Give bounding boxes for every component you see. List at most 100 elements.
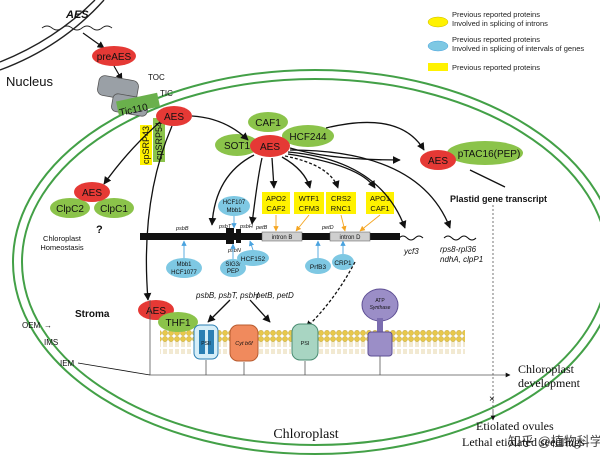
pep-label: PEP [227, 269, 239, 275]
iem-label: IEM [60, 359, 75, 368]
petd-gene-label: petD [321, 225, 334, 231]
wtf1-label: WTF1 [299, 194, 319, 203]
chloroplast-label: Chloroplast [273, 427, 338, 442]
thf1-node [158, 312, 198, 332]
apo1-caf1-box [366, 192, 394, 214]
crp1-label: CRP1 [334, 260, 352, 267]
ptac16-node [447, 141, 523, 165]
development-label-1: Chloroplast [518, 362, 575, 376]
nucleus-membrane-outer [0, 0, 96, 63]
hcf107-label: HCF107 [223, 200, 246, 206]
legend-yellow-rect [428, 63, 448, 71]
rps8-transcript-wave [443, 235, 477, 241]
prfb3-node [305, 258, 331, 274]
aes-label-thf1: AES [146, 306, 166, 317]
intron-d-box [329, 231, 371, 242]
intron-b-label: intron B [272, 235, 293, 241]
stroma-label: Stroma [75, 309, 110, 320]
question-mark: ? [96, 224, 103, 236]
splicing-arrows [181, 214, 381, 259]
legend-3-line1: Previous reported proteins [452, 63, 540, 72]
apo1-label: APO1 [370, 194, 390, 203]
atp-synthase-complex [361, 288, 399, 357]
aes-node-center [250, 135, 290, 157]
atp-label-2: Synthase [370, 305, 391, 311]
ndha-label: ndhA, clpP1 [440, 255, 483, 264]
hcf152-label: HCF152 [241, 256, 266, 263]
mbb1-label: Mbb1 [176, 262, 192, 268]
sig3-pep-node [220, 259, 246, 277]
legend-2-line1: Previous reported proteins [452, 35, 540, 44]
psbh-gene-label: psbH [239, 224, 253, 230]
homeostasis-label-1: Chloroplast [43, 234, 82, 243]
nucleus-label: Nucleus [6, 74, 53, 89]
cytb6f-label: Cyt b6f [235, 341, 253, 347]
caf1-node [248, 112, 288, 132]
etiolated-ovules-label: Etiolated ovules [476, 419, 554, 433]
psi-complex [291, 323, 319, 361]
psbn-block [236, 229, 241, 243]
homeostasis-label-2: Homeostasis [40, 243, 84, 252]
preaes-node [92, 46, 136, 66]
products-pet-label: petB, petD [255, 291, 294, 300]
aes-label-center: AES [260, 142, 280, 153]
psbb-gene-label: psbB [175, 226, 189, 232]
aes-gene-wave [41, 25, 113, 31]
wtf1-cfm3-box [294, 192, 324, 214]
clpc2-label: ClpC2 [56, 204, 84, 215]
ycf3-label: ycf3 [403, 247, 419, 256]
atp-label-1: ATP [375, 298, 385, 304]
apo2-label: APO2 [266, 194, 286, 203]
aes-node-tic [156, 106, 192, 126]
clpc1-label: ClpC1 [100, 204, 128, 215]
intron-d-label: intron D [339, 235, 361, 241]
intron-b-box [261, 231, 303, 242]
cfm3-label: CFM3 [299, 204, 319, 213]
petb-gene-label: petB [255, 225, 268, 231]
psbt-gene-label: psbT [218, 224, 232, 230]
ptac16-label: pTAC16(PEP) [458, 149, 521, 160]
aes-node-ptac16 [420, 150, 456, 170]
hcf244-label: HCF244 [289, 132, 327, 143]
toc-label: TOC [148, 73, 165, 82]
mbb1-hcf1077-node [166, 258, 202, 278]
hcf107-mbb1-node [218, 196, 250, 216]
mb61-label: Mbb1 [226, 208, 242, 214]
chloroplast-outer-membrane [12, 69, 600, 455]
tic110-box [116, 92, 160, 116]
crs2-rnc1-box [326, 192, 356, 214]
sig3-label: SIG3/ [225, 262, 241, 268]
ycf3-transcript-wave [398, 235, 424, 241]
x-mark: × [489, 394, 495, 405]
arrow-preaes-to-toc [113, 65, 123, 81]
legend-2-line2: Involved in splicing of intervals of gen… [452, 44, 584, 53]
iem-pointer [77, 362, 151, 376]
legend-yellow-ellipse [427, 16, 449, 28]
caf1b-label: CAF1 [370, 204, 389, 213]
arrow-gene-to-preaes [82, 32, 105, 49]
hcf244-node [282, 125, 334, 147]
crp1-node [332, 254, 354, 270]
psii-complex [193, 324, 219, 360]
thf1-label: THF1 [166, 318, 191, 329]
legend-1-line2: Involved in splicing of introns [452, 19, 548, 28]
oem-label: OEM [22, 321, 41, 330]
psi-label: PSI [301, 341, 310, 347]
tic-label: TIC [160, 89, 173, 98]
rnc1-label: RNC1 [331, 204, 351, 213]
clpc2-node [50, 198, 90, 218]
cpsrp43-box [140, 125, 152, 165]
clpc1-node [94, 198, 134, 218]
cpsrp54-label: cpSRP54 [154, 122, 164, 160]
legend: Previous reported proteins Involved in s… [427, 10, 584, 72]
products-psb-label: psbB, psbT, psbH [195, 291, 259, 300]
cytb6f-complex [229, 324, 259, 362]
chloroplast-inner-membrane [21, 78, 600, 446]
psii-label: PSII [201, 341, 210, 347]
aes-label-ptac16: AES [428, 156, 448, 167]
caf2-label: CAF2 [266, 204, 285, 213]
ims-label: IMS [44, 338, 58, 347]
aes-node-clp [74, 182, 110, 202]
cpsrp43-label: cpSRP43 [141, 126, 151, 164]
